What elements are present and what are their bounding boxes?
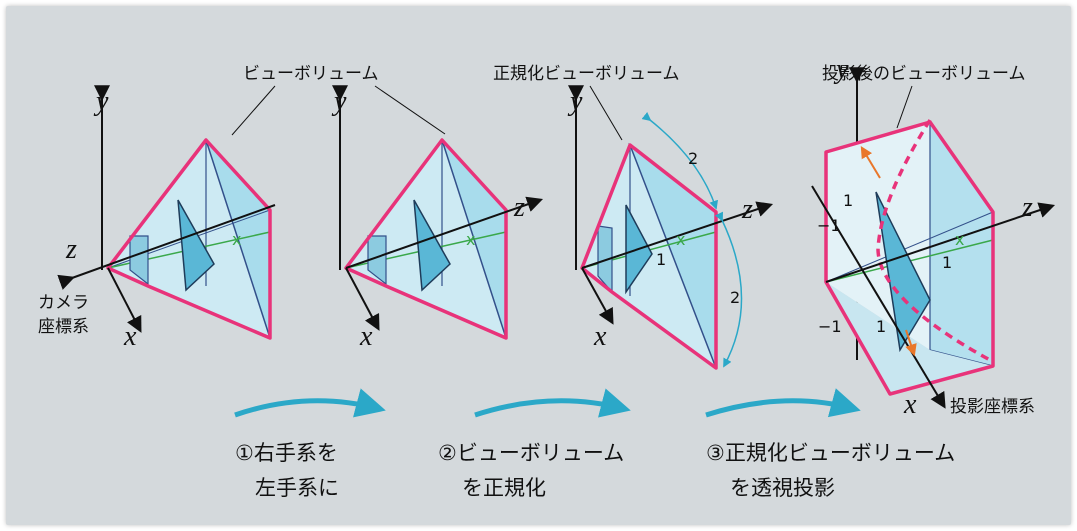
frustum-outline — [106, 138, 272, 340]
x-axis-line — [345, 267, 380, 331]
z-axis-line — [825, 202, 1056, 283]
step-arrows — [234, 388, 861, 418]
near-plane — [367, 235, 387, 286]
dim-label-minus-1: −1 — [817, 216, 841, 235]
frustum-diagram-normalized: 2 2 1 x y z x — [567, 85, 774, 370]
y-axis-label: y — [567, 86, 583, 117]
label-normalized-view-volume: 正規化ビューボリューム — [493, 64, 680, 84]
dimension-arc — [714, 211, 743, 368]
dashed-frustum — [876, 119, 991, 362]
z-axis-label: z — [741, 194, 753, 225]
step-arrow — [705, 388, 861, 418]
green-marker: x — [955, 230, 964, 249]
green-marker: x — [466, 230, 475, 249]
dim-label-1: 1 — [942, 253, 952, 272]
step-captions: ①右手系を 左手系に ②ビューボリューム を正規化 ③正規化ビューボリューム を… — [235, 441, 955, 500]
dim-label-1: 1 — [843, 191, 853, 210]
y-axis-label: y — [93, 86, 109, 117]
frustum-diagram-left-handed: x y z x — [331, 85, 544, 352]
step-caption: を透視投影 — [730, 476, 835, 500]
x-axis-line — [107, 267, 142, 333]
green-marker: x — [676, 230, 685, 249]
label-projected-view-volume: 投影後のビューボリューム — [822, 64, 1026, 84]
dim-label-1: 1 — [656, 250, 666, 269]
label-view-volume: ビューボリューム — [243, 64, 379, 84]
x-axis-label: x — [593, 321, 607, 352]
dim-label-2: 2 — [730, 288, 740, 307]
leader-line — [374, 85, 446, 135]
z-axis-line — [581, 201, 774, 269]
x-axis-label: x — [903, 389, 917, 420]
label-projection-coords: 投影座標系 — [950, 397, 1035, 417]
z-axis-label: z — [1021, 192, 1033, 223]
object-triangle — [177, 199, 215, 292]
top-labels: ビューボリューム 正規化ビューボリューム 投影後のビューボリューム カメラ 座標… — [38, 64, 1035, 417]
frustum-outline — [344, 138, 508, 340]
label-camera-coords: カメラ — [38, 293, 89, 313]
step-arrow — [474, 388, 631, 418]
frustum-diagram-camera: x y z x — [57, 85, 276, 352]
box-edge — [825, 211, 994, 283]
dim-label-1: 1 — [876, 317, 886, 336]
z-axis-line — [57, 204, 276, 290]
x-axis-label: x — [359, 321, 373, 352]
orange-arrow — [860, 145, 881, 179]
near-plane — [129, 235, 149, 286]
x-axis-line — [581, 267, 614, 325]
step-caption: ①右手系を — [235, 441, 338, 465]
leader-line — [896, 85, 913, 129]
green-marker: x — [232, 230, 241, 249]
leader-line — [231, 85, 276, 136]
step-caption: 左手系に — [255, 476, 339, 500]
leader-line — [589, 85, 623, 141]
step-caption: ③正規化ビューボリューム — [706, 441, 955, 465]
y-axis-label: y — [331, 86, 347, 117]
object-triangle — [413, 199, 451, 292]
step-arrow — [234, 388, 386, 418]
x-axis-line — [811, 185, 946, 409]
dim-label-2: 2 — [688, 149, 698, 168]
dim-label-minus-1: −1 — [818, 317, 842, 336]
z-axis-line — [345, 196, 544, 269]
label-camera-coords: 座標系 — [38, 317, 89, 337]
y-axis-label: y — [833, 54, 849, 85]
step-caption: を正規化 — [462, 476, 546, 500]
box-diagram-projected: x y z x 1 −1 1 −1 1 — [811, 54, 1056, 420]
dimension-arc — [641, 111, 718, 210]
step-caption: ②ビューボリューム — [438, 441, 624, 465]
z-axis-label: z — [65, 234, 77, 265]
x-axis-label: x — [123, 321, 137, 352]
orange-arrow — [905, 329, 917, 357]
z-axis-label: z — [513, 192, 525, 223]
